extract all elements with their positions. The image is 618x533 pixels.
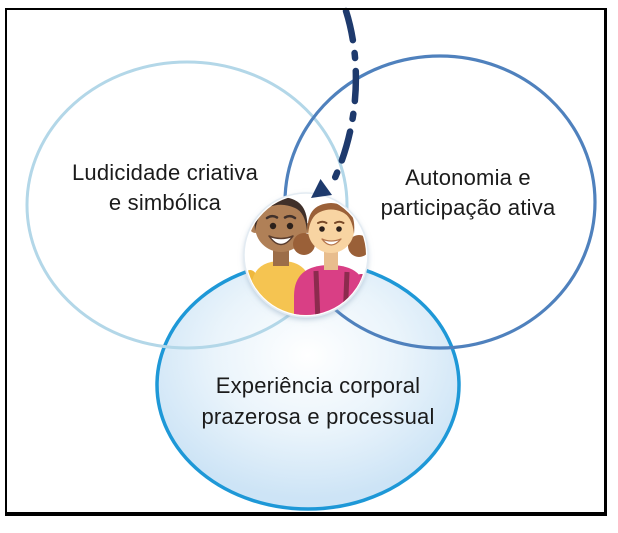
children-icon [246,197,366,315]
left-circle-label-line1: Ludicidade criativa [71,160,259,185]
left-circle-label: Ludicidade criativa e simbólica [15,158,315,218]
arrowhead [311,179,332,198]
bottom-circle-label-line2: prazerosa e processual [201,404,435,429]
right-circle-label: Autonomia e participação ativa [343,163,593,223]
bottom-circle-label: Experiência corporal prazerosa e process… [158,370,478,432]
left-circle-label-line2: e simbólica [108,190,222,215]
bottom-circle-label-line1: Experiência corporal [215,373,421,398]
right-circle-label-line1: Autonomia e [405,165,531,190]
right-circle-label-line2: participação ativa [380,195,556,220]
center-badge-rim [243,192,369,318]
left-circle [25,60,349,350]
dashed-arrow-icon [311,7,360,198]
